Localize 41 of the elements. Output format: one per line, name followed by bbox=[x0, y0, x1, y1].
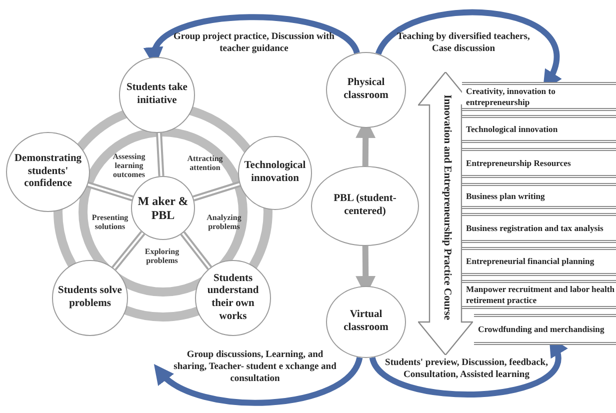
node-text: Entrepreneurial financial planning bbox=[465, 256, 594, 267]
connector-line bbox=[87, 182, 134, 202]
phase-label: Exploring problems bbox=[144, 247, 180, 266]
edge-label: Teaching by diversified teachers, Case discussion bbox=[396, 32, 531, 56]
phase-label: Analyzing problems bbox=[206, 213, 242, 232]
node-text: Demonstrating students' confidence bbox=[13, 153, 83, 191]
node-text: Students solve problems bbox=[57, 285, 123, 311]
phase-label: Assessing learning outcomes bbox=[112, 152, 146, 180]
connector-line bbox=[156, 132, 164, 176]
course-row bbox=[462, 247, 616, 276]
curved-arrow bbox=[152, 356, 362, 406]
node-text: Physical classroom bbox=[342, 77, 390, 103]
edge-label: Group discussions, Learning, and sharing, Teacher- student e xchange and consultation bbox=[172, 350, 338, 386]
circle-node bbox=[238, 136, 312, 210]
course-row bbox=[462, 183, 616, 209]
node-text: Technological innovation bbox=[243, 160, 307, 186]
connector-line bbox=[192, 181, 241, 202]
vertical-title: Innovation and Entrepreneurship Practice Course bbox=[440, 93, 452, 322]
node-text: Business registration and tax analysis bbox=[465, 222, 604, 234]
node-text: Entrepreneurship Resources bbox=[465, 158, 571, 168]
course-row bbox=[462, 82, 616, 111]
node-text: Business plan writing bbox=[465, 190, 545, 202]
node-text: Students take initiative bbox=[126, 82, 188, 108]
edge-label: Group project practice, Discussion with teacher guidance bbox=[172, 32, 336, 56]
node-text: Creativity, innovation to entrepreneurship bbox=[465, 86, 556, 108]
course-row bbox=[462, 148, 616, 178]
node-text: Manpower recruitment and labor health retirement practice bbox=[465, 284, 616, 306]
node-text: PBL (student-centered) bbox=[332, 193, 398, 219]
course-row bbox=[462, 213, 616, 243]
connector-line bbox=[180, 231, 212, 270]
node-text: Crowdfunding and merchandising bbox=[477, 324, 604, 335]
phase-label: Attracting attention bbox=[186, 154, 224, 172]
node-text: Technological innovation bbox=[465, 124, 558, 134]
phase-label: Presenting solutions bbox=[90, 213, 130, 232]
node-text: M aker & PBL bbox=[136, 194, 190, 222]
edge-label: Students' preview, Discussion, feedback, Consultation, Assisted learning bbox=[384, 358, 549, 382]
course-row bbox=[474, 314, 616, 345]
connector-line bbox=[112, 230, 146, 270]
node-text: Students understand their own works bbox=[206, 272, 260, 324]
node-text: Virtual classroom bbox=[342, 309, 390, 335]
course-row bbox=[462, 115, 616, 143]
